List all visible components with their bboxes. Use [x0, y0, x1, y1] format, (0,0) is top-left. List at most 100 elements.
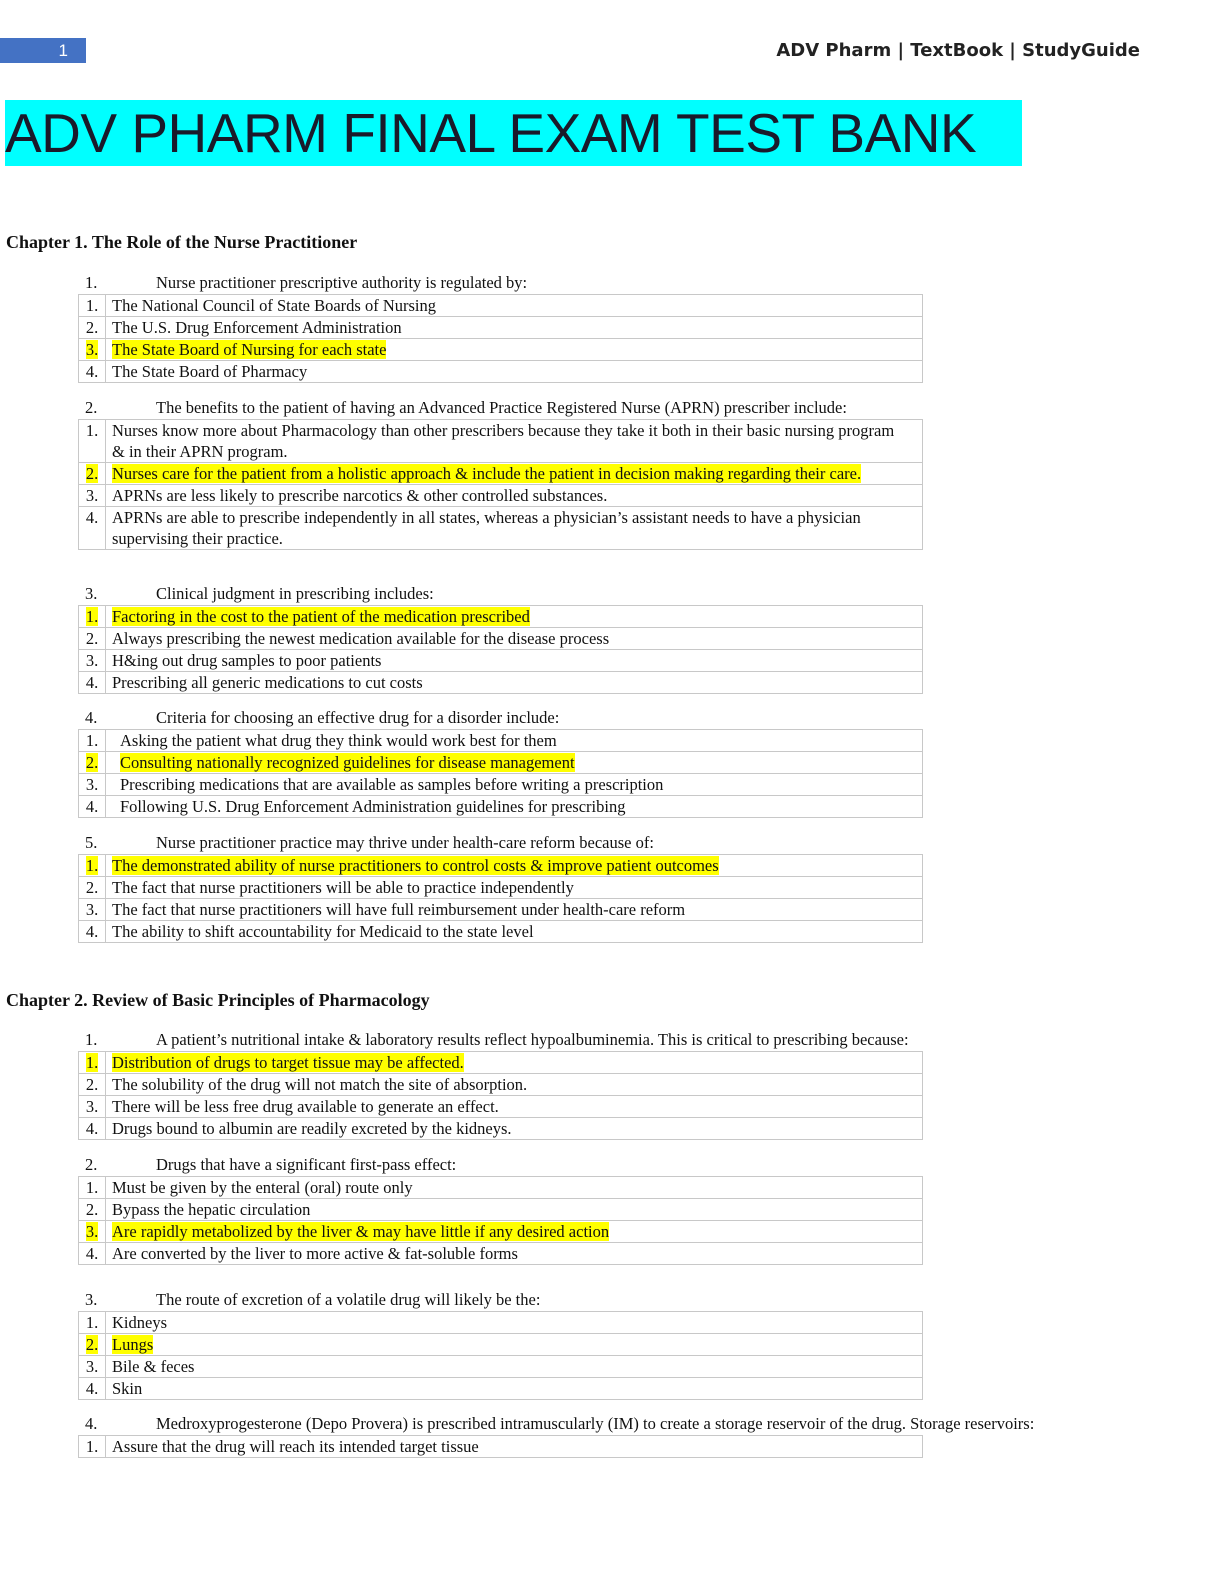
- question-2-3: 3. The route of excretion of a volatile …: [78, 1289, 1218, 1400]
- question-stem: 2. Drugs that have a significant first-p…: [78, 1154, 1218, 1176]
- option-row: 3.H&ing out drug samples to poor patient…: [78, 649, 923, 672]
- options-table: 1.Nurses know more about Pharmacology th…: [78, 419, 923, 550]
- question-text: The route of excretion of a volatile dru…: [156, 1290, 541, 1309]
- question-stem: 4. Medroxyprogesterone (Depo Provera) is…: [78, 1413, 1218, 1435]
- option-text: Are converted by the liver to more activ…: [105, 1242, 923, 1265]
- option-row: 4.APRNs are able to prescribe independen…: [78, 506, 923, 550]
- option-text: Assure that the drug will reach its inte…: [105, 1435, 923, 1458]
- option-text: The fact that nurse practitioners will h…: [105, 898, 923, 921]
- question-2-2: 2. Drugs that have a significant first-p…: [78, 1154, 1218, 1265]
- option-text: H&ing out drug samples to poor patients: [105, 649, 923, 672]
- option-text: Prescribing all generic medications to c…: [105, 671, 923, 694]
- question-1-2: 2. The benefits to the patient of having…: [78, 397, 1218, 550]
- option-text: Kidneys: [105, 1311, 923, 1334]
- option-text: The U.S. Drug Enforcement Administration: [105, 316, 923, 339]
- option-number: 3.: [78, 484, 106, 507]
- option-row-answer: 3.Are rapidly metabolized by the liver &…: [78, 1220, 923, 1243]
- option-text-highlighted: Are rapidly metabolized by the liver & m…: [105, 1220, 923, 1243]
- option-row: 1.Must be given by the enteral (oral) ro…: [78, 1176, 923, 1199]
- option-text: Following U.S. Drug Enforcement Administ…: [105, 795, 923, 818]
- option-text: Nurses know more about Pharmacology than…: [105, 419, 923, 463]
- option-number: 4.: [78, 360, 106, 383]
- option-text: The fact that nurse practitioners will b…: [105, 876, 923, 899]
- option-number: 2.: [78, 316, 106, 339]
- options-table: 1.Asking the patient what drug they thin…: [78, 729, 923, 818]
- option-row-answer: 2.Consulting nationally recognized guide…: [78, 751, 923, 774]
- options-table: 1.Must be given by the enteral (oral) ro…: [78, 1176, 923, 1265]
- option-number: 2.: [78, 1333, 106, 1356]
- options-table: 1.Distribution of drugs to target tissue…: [78, 1051, 923, 1140]
- option-text: Prescribing medications that are availab…: [105, 773, 923, 796]
- question-1-1: 1. Nurse practitioner prescriptive autho…: [78, 272, 1218, 383]
- option-text-highlighted: Factoring in the cost to the patient of …: [105, 605, 923, 628]
- option-number: 4.: [78, 1242, 106, 1265]
- question-2-1: 1. A patient’s nutritional intake & labo…: [78, 1029, 1218, 1140]
- question-stem: 5. Nurse practitioner practice may thriv…: [78, 832, 1218, 854]
- question-number: 2.: [85, 398, 98, 417]
- option-text-highlighted: Lungs: [105, 1333, 923, 1356]
- option-number: 2.: [78, 627, 106, 650]
- running-header: ADV Pharm | TextBook | StudyGuide: [776, 40, 1140, 61]
- option-row: 4.Prescribing all generic medications to…: [78, 671, 923, 694]
- chapter-heading: Chapter 1. The Role of the Nurse Practit…: [6, 232, 358, 252]
- option-number: 1.: [78, 419, 106, 463]
- options-table: 1.The demonstrated ability of nurse prac…: [78, 854, 923, 943]
- option-number: 2.: [78, 876, 106, 899]
- question-text: Nurse practitioner prescriptive authorit…: [156, 273, 528, 292]
- question-text: A patient’s nutritional intake & laborat…: [156, 1030, 909, 1049]
- option-text: Asking the patient what drug they think …: [105, 729, 923, 752]
- option-row-answer: 1.Factoring in the cost to the patient o…: [78, 605, 923, 628]
- question-text: Criteria for choosing an effective drug …: [156, 708, 560, 727]
- question-text: Drugs that have a significant first-pass…: [156, 1155, 457, 1174]
- question-1-3: 3. Clinical judgment in prescribing incl…: [78, 583, 1218, 694]
- option-number: 4.: [78, 920, 106, 943]
- option-number: 1.: [78, 854, 106, 877]
- option-text: The ability to shift accountability for …: [105, 920, 923, 943]
- option-text: Bile & feces: [105, 1355, 923, 1378]
- option-text-highlighted: Consulting nationally recognized guideli…: [105, 751, 923, 774]
- option-row: 1.Kidneys: [78, 1311, 923, 1334]
- question-text: Medroxyprogesterone (Depo Provera) is pr…: [156, 1414, 1035, 1433]
- document-title: ADV PHARM FINAL EXAM TEST BANK: [5, 100, 1022, 166]
- option-text: The National Council of State Boards of …: [105, 294, 923, 317]
- question-stem: 2. The benefits to the patient of having…: [78, 397, 1218, 419]
- option-number: 4.: [78, 795, 106, 818]
- option-row: 2.Bypass the hepatic circulation: [78, 1198, 923, 1221]
- chapter-heading: Chapter 2. Review of Basic Principles of…: [6, 990, 430, 1010]
- option-row: 4.The ability to shift accountability fo…: [78, 920, 923, 943]
- question-text: The benefits to the patient of having an…: [156, 398, 847, 417]
- option-number: 3.: [78, 338, 106, 361]
- question-stem: 3. Clinical judgment in prescribing incl…: [78, 583, 1218, 605]
- option-number: 1.: [78, 1311, 106, 1334]
- option-number: 2.: [78, 462, 106, 485]
- question-number: 4.: [85, 708, 98, 727]
- option-text-highlighted: The demonstrated ability of nurse practi…: [105, 854, 923, 877]
- option-row: 1.Assure that the drug will reach its in…: [78, 1435, 923, 1458]
- option-text-highlighted: Nurses care for the patient from a holis…: [105, 462, 923, 485]
- question-2-4: 4. Medroxyprogesterone (Depo Provera) is…: [78, 1413, 1218, 1458]
- option-number: 4.: [78, 671, 106, 694]
- question-number: 5.: [85, 833, 98, 852]
- option-row: 2.The fact that nurse practitioners will…: [78, 876, 923, 899]
- question-stem: 3. The route of excretion of a volatile …: [78, 1289, 1218, 1311]
- options-table: 1.Factoring in the cost to the patient o…: [78, 605, 923, 694]
- options-table: 1.Kidneys 2.Lungs 3.Bile & feces 4.Skin: [78, 1311, 923, 1400]
- option-row: 3.Prescribing medications that are avail…: [78, 773, 923, 796]
- option-text: Drugs bound to albumin are readily excre…: [105, 1117, 923, 1140]
- option-row: 3.Bile & feces: [78, 1355, 923, 1378]
- option-row-answer: 1.Distribution of drugs to target tissue…: [78, 1051, 923, 1074]
- question-number: 4.: [85, 1414, 98, 1433]
- option-text: The solubility of the drug will not matc…: [105, 1073, 923, 1096]
- option-row-answer: 3.The State Board of Nursing for each st…: [78, 338, 923, 361]
- option-number: 1.: [78, 1176, 106, 1199]
- options-table: 1.Assure that the drug will reach its in…: [78, 1435, 923, 1458]
- option-number: 1.: [78, 1051, 106, 1074]
- option-row: 3.The fact that nurse practitioners will…: [78, 898, 923, 921]
- question-text: Nurse practitioner practice may thrive u…: [156, 833, 654, 852]
- option-row-answer: 1.The demonstrated ability of nurse prac…: [78, 854, 923, 877]
- option-row: 4.Skin: [78, 1377, 923, 1400]
- option-number: 1.: [78, 605, 106, 628]
- question-number: 3.: [85, 584, 98, 603]
- option-text-highlighted: Distribution of drugs to target tissue m…: [105, 1051, 923, 1074]
- option-text: APRNs are able to prescribe independentl…: [105, 506, 923, 550]
